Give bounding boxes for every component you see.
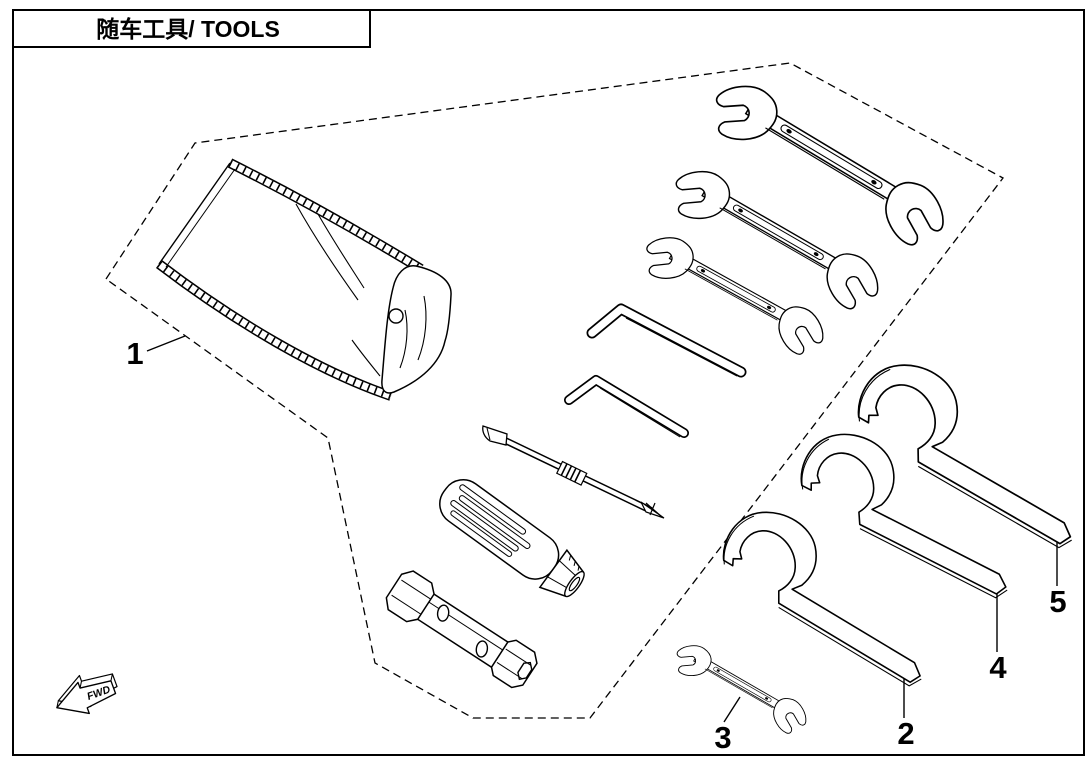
- tool-bag-top-stitch: [227, 158, 424, 274]
- callout-4: 4: [989, 581, 1007, 685]
- tube-wrench-socket-opening: [517, 661, 533, 681]
- screwdriver-handle: [439, 478, 585, 598]
- open-end-wrench-large: [694, 59, 966, 265]
- callout-number-3: 3: [714, 720, 731, 755]
- title-box: [12, 9, 371, 48]
- tool-bag-bottom-stitch: [155, 260, 393, 401]
- spark-plug-tube-wrench: [385, 570, 538, 689]
- screwdriver-bit: [482, 425, 665, 519]
- hex-key-large: [586, 303, 747, 378]
- tool-bag-snap-button: [388, 308, 404, 324]
- callout-number-4: 4: [989, 650, 1007, 685]
- tool-bag: [155, 158, 452, 401]
- open-end-wrench-part3: [664, 631, 818, 745]
- bit-flat-blade: [482, 425, 508, 446]
- leader-line-3: [723, 696, 741, 723]
- bit-hex-center: [555, 460, 588, 486]
- callout-3: 3: [714, 696, 741, 755]
- handle-bit-socket: [568, 576, 581, 592]
- callout-number-1: 1: [126, 336, 143, 371]
- open-end-wrench-small: [630, 217, 839, 369]
- fwd-arrow-face: [56, 680, 117, 715]
- tube-wrench-hex-end-left: [385, 570, 435, 623]
- tool-bag-flap: [381, 265, 452, 394]
- tube-wrench-hex-end-right: [490, 639, 538, 689]
- tube-wrench-bar-hole-1: [436, 604, 450, 622]
- hook-spanner-2: [709, 494, 959, 691]
- callout-1: 1: [126, 335, 186, 371]
- tube-wrench-bar-hole-2: [475, 640, 489, 658]
- leader-line-1: [146, 335, 186, 352]
- callout-number-5: 5: [1049, 584, 1066, 619]
- callout-number-2: 2: [897, 716, 914, 751]
- hex-key-small: [564, 375, 689, 438]
- page-title: 随车工具/ TOOLS: [96, 16, 280, 42]
- fwd-arrow: FWD: [56, 673, 118, 715]
- title-block: 随车工具/ TOOLS: [12, 9, 371, 48]
- kit-boundary-dashed-outline: [105, 62, 1004, 719]
- page-border: [12, 9, 1085, 756]
